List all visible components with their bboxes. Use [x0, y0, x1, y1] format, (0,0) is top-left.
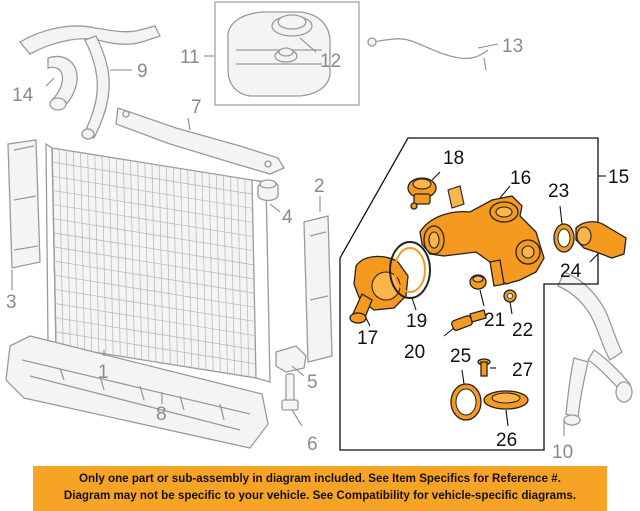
callout-1: 1: [98, 362, 109, 383]
gasket-25: [450, 383, 482, 421]
o-ring-23: [553, 223, 575, 253]
callout-7: 7: [191, 97, 202, 118]
upper-radiator-hose: [19, 25, 161, 140]
callout-6: 6: [307, 434, 318, 455]
side-air-deflector: [7, 139, 41, 269]
thermostat-cover-17: [349, 255, 409, 324]
callout-14: 14: [12, 85, 34, 106]
disclaimer-banner: Only one part or sub-assembly in diagram…: [33, 466, 607, 511]
callout-8: 8: [156, 404, 167, 425]
callout-5: 5: [307, 372, 318, 393]
temperature-sensor-20: [443, 309, 487, 337]
seal-ring-22: [503, 289, 517, 303]
callout-4: 4: [282, 207, 293, 228]
callout-15: 15: [608, 167, 629, 188]
disclaimer-line-1: Only one part or sub-assembly in diagram…: [79, 472, 561, 485]
assembly-15-outline: [339, 137, 599, 451]
callout-26: 26: [496, 430, 517, 451]
coolant-reservoir: [214, 1, 360, 106]
radiator: [45, 142, 271, 383]
lower-radiator-hose: [557, 271, 633, 426]
outlet-pipe-24: [575, 221, 627, 259]
thermostat-housing-16: [419, 185, 545, 287]
callout-21: 21: [484, 310, 505, 331]
callout-22: 22: [512, 320, 533, 341]
plug-21: [469, 274, 487, 290]
callout-20: 20: [404, 342, 425, 363]
callout-24: 24: [560, 261, 582, 282]
callout-3: 3: [6, 292, 17, 313]
overflow-hose: [367, 37, 489, 71]
callout-10: 10: [552, 442, 573, 463]
side-seal-panel: [303, 215, 333, 363]
sensor-18: [407, 177, 437, 210]
lower-air-shield: [5, 335, 269, 449]
callout-17: 17: [357, 328, 378, 349]
callout-19: 19: [406, 311, 427, 332]
callout-12: 12: [320, 51, 341, 72]
lower-mount-bracket: [275, 345, 307, 373]
radiator-mount: [257, 179, 279, 202]
callout-16: 16: [510, 168, 531, 189]
bolt-27: [477, 358, 491, 377]
callout-13: 13: [502, 36, 523, 57]
drain-plug: [281, 373, 299, 411]
callout-11: 11: [180, 47, 200, 68]
callout-18: 18: [443, 148, 464, 169]
disclaimer-line-2: Diagram may not be specific to your vehi…: [63, 489, 577, 502]
callout-23: 23: [548, 181, 569, 202]
leader-lines: [11, 37, 599, 436]
callout-9: 9: [137, 61, 148, 82]
gasket-19: [389, 241, 431, 299]
callout-2: 2: [314, 176, 325, 197]
upper-bracket: [115, 107, 285, 175]
callout-27: 27: [512, 360, 533, 381]
radiator-core-grid: [52, 149, 256, 377]
cover-26: [483, 390, 529, 410]
callout-25: 25: [450, 346, 471, 367]
